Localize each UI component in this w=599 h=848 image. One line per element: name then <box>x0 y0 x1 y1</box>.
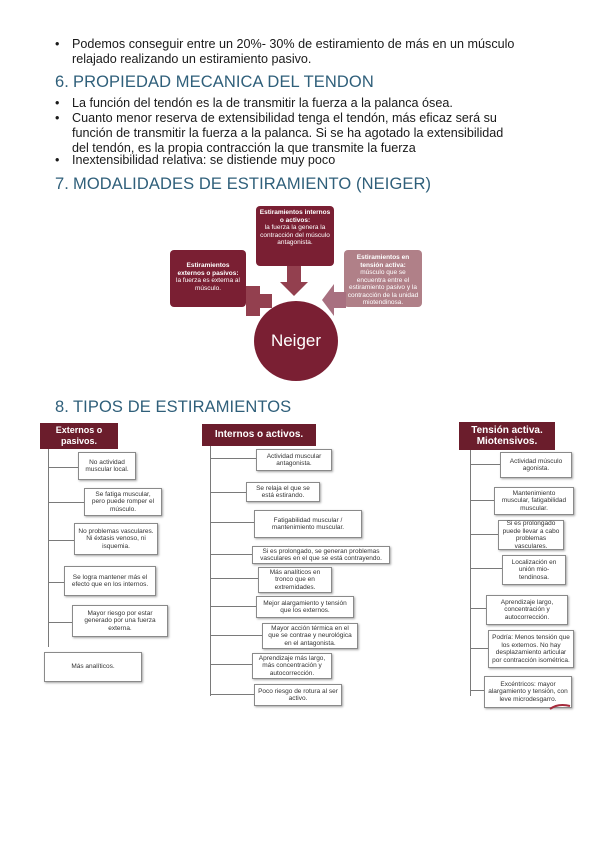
col2-item: Se relaja el que se está estirando. <box>246 482 320 502</box>
left-box-title: Estiramientos externos o pasivos: <box>177 262 239 277</box>
connector <box>48 467 78 468</box>
col1-item: No problemas vasculares. Ni éxtasis veno… <box>74 523 158 555</box>
bullet-line: Inextensibilidad relativa: se distiende … <box>72 153 336 167</box>
section-number: 8. <box>55 398 69 416</box>
col1-trunk <box>48 449 49 647</box>
section-7-heading: 7.MODALIDADES DE ESTIRAMIENTO (NEIGER) <box>55 175 431 194</box>
connector <box>210 522 254 523</box>
right-box-text: músculo que se encuentra entre el estira… <box>347 269 419 306</box>
connector <box>470 500 494 501</box>
watermark-logo <box>549 704 571 710</box>
col2-header: Internos o activos. <box>202 424 316 446</box>
connector <box>470 608 486 609</box>
col3-item: Si es prolongado puede llevar a cabo pro… <box>498 520 564 550</box>
section-number: 6. <box>55 73 69 91</box>
top-box-title: Estiramientos internos o activos: <box>259 209 331 224</box>
col3-item: Excéntricos: mayor alargamiento y tensió… <box>484 676 572 708</box>
col2-item: Actividad muscular antagonista. <box>256 449 332 471</box>
right-arrow <box>322 284 346 316</box>
connector <box>470 464 500 465</box>
intro-bullet-line2: relajado realizando un estiramiento pasi… <box>72 52 312 66</box>
col1-item: Más analíticos. <box>44 652 142 682</box>
connector <box>48 582 64 583</box>
col2-item: Mayor acción térmica en el que se contra… <box>262 623 358 649</box>
section-6-heading: 6.PROPIEDAD MECANICA DEL TENDON <box>55 73 374 92</box>
section-title: TIPOS DE ESTIRAMIENTOS <box>73 398 292 416</box>
right-box: Estiramientos en tensión activa: músculo… <box>344 250 422 307</box>
section-title: PROPIEDAD MECANICA DEL TENDON <box>73 73 374 91</box>
top-arrow <box>280 266 308 296</box>
section-6-bullet-2: • Cuanto menor reserva de extensibilidad… <box>55 111 582 156</box>
col2-item: Si es prolongado, se generan problemas v… <box>252 546 390 564</box>
col1-item: No actividad muscular local. <box>78 452 136 480</box>
section-6-bullet-1: • La función del tendón es la de transmi… <box>55 96 577 111</box>
intro-bullet-line1: Podemos conseguir entre un 20%- 30% de e… <box>72 37 515 51</box>
col2-trunk <box>210 446 211 696</box>
bullet-dot: • <box>55 111 60 125</box>
col2-item: Poco riesgo de rotura al ser activo. <box>254 684 342 706</box>
bullet-dot: • <box>55 153 60 167</box>
neiger-center: Neiger <box>254 301 338 381</box>
connector <box>48 540 74 541</box>
left-box-text: la fuerza es externa al músculo. <box>176 277 240 292</box>
arrows <box>246 266 346 316</box>
col2-item: Mejor alargamiento y tensión que los ext… <box>256 596 354 618</box>
col1-header: Externos o pasivos. <box>40 423 118 449</box>
connector <box>48 622 72 623</box>
connector <box>470 648 488 649</box>
connector <box>210 664 252 665</box>
section-6-bullet-3: • Inextensibilidad relativa: se distiend… <box>55 153 577 168</box>
col1-header-line: pasivos. <box>60 436 98 446</box>
neiger-label: Neiger <box>270 331 322 350</box>
col3-header: Tensión activa. Miotensivos. <box>459 422 555 450</box>
connector <box>210 694 254 695</box>
col1-item: Se fatiga muscular, pero puede romper el… <box>84 488 162 516</box>
connector <box>210 606 258 607</box>
connector <box>210 554 252 555</box>
right-box-title: Estiramientos en tensión activa: <box>356 254 410 269</box>
connector <box>210 458 256 459</box>
bullet-line: La función del tendón es la de transmiti… <box>72 96 453 110</box>
bullet-line: Cuanto menor reserva de extensibilidad t… <box>72 111 497 125</box>
intro-bullet: • Podemos conseguir entre un 20%- 30% de… <box>55 37 572 67</box>
bullet-line: del tendón, es la propia contracción la … <box>72 141 416 155</box>
bullet-dot: • <box>55 37 60 51</box>
col2-item: Más analíticos en tronco que en extremid… <box>258 567 332 593</box>
connector <box>210 635 262 636</box>
left-box: Estiramientos externos o pasivos: la fue… <box>170 250 246 307</box>
section-title: MODALIDADES DE ESTIRAMIENTO (NEIGER) <box>73 175 432 193</box>
section-8-heading: 8.TIPOS DE ESTIRAMIENTOS <box>55 398 291 417</box>
connector <box>470 568 502 569</box>
col3-item: Aprendizaje largo, concentración y autoc… <box>486 595 568 625</box>
top-box-text: la fuerza la genera la contracción del m… <box>260 224 330 246</box>
top-box: Estiramientos internos o activos: la fue… <box>256 206 334 266</box>
connector <box>210 492 246 493</box>
col2-item: Fatigabilidad muscular / mantenimiento m… <box>254 510 362 538</box>
col3-header-line: Tensión activa. <box>471 425 543 436</box>
connector <box>48 502 84 503</box>
col3-header-line: Miotensivos. <box>476 436 538 447</box>
connector <box>470 690 484 691</box>
col1-item: Se logra mantener más el efecto que en l… <box>64 566 156 596</box>
bullet-dot: • <box>55 96 60 110</box>
col3-item: Actividad músculo agonista. <box>500 452 572 478</box>
left-arrow <box>246 286 272 316</box>
section-number: 7. <box>55 175 69 193</box>
col2-item: Aprendizaje más largo, más concentración… <box>252 653 332 679</box>
connector <box>210 578 258 579</box>
col3-item: Mantenimiento muscular, fatigabilidad mu… <box>494 487 574 515</box>
col3-item: Localización en unión mio-tendinosa. <box>502 555 566 585</box>
col3-item: Podría: Menos tensión que los externos. … <box>488 630 574 668</box>
col1-header-line: Externos o <box>55 425 103 435</box>
connector <box>470 534 498 535</box>
bullet-line: función de transmitir la fuerza a la pal… <box>72 126 504 140</box>
col3-trunk <box>470 450 471 696</box>
col1-item: Mayor riesgo por estar generado por una … <box>72 605 168 637</box>
col2-header-text: Internos o activos. <box>214 429 304 440</box>
